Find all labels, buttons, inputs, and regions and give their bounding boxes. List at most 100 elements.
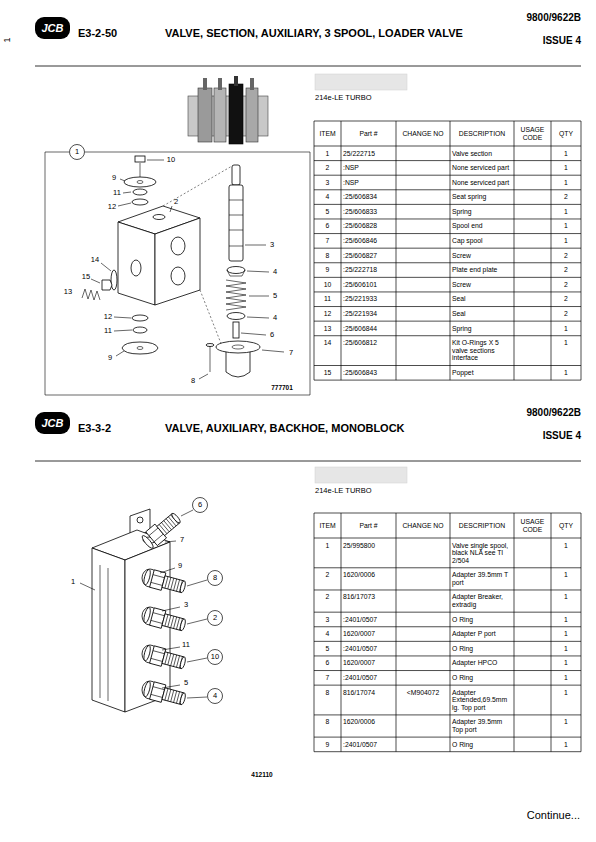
table-rule — [314, 567, 581, 568]
section-code: E3-2-50 — [78, 27, 117, 40]
table-cell: Adapter Breaker, extradig — [452, 593, 512, 608]
table-cell: <M904072 — [398, 689, 448, 697]
table-cell: Adapter P port — [452, 630, 512, 638]
figure-number: 412110 — [251, 771, 272, 778]
leader-lines — [91, 160, 284, 379]
table-cell: 9 — [316, 266, 339, 274]
table-cell: Adapter Extended,69.5mm lg. Top port — [452, 689, 512, 712]
table-cell: Adapter 39.5mm T port — [452, 571, 512, 586]
table-rule — [450, 513, 451, 752]
callout-circles — [193, 498, 223, 704]
callout-number: 11 — [113, 189, 121, 198]
section-code: E3-3-2 — [78, 422, 111, 435]
callout-number: 2 — [174, 198, 178, 207]
table-rule — [314, 670, 581, 671]
table-header: Part # — [343, 130, 394, 138]
table-rule — [314, 751, 581, 752]
table-cell: Screw — [452, 281, 512, 289]
callout-number: 6 — [198, 501, 202, 510]
logo-badge — [35, 412, 70, 434]
callout-number: 5 — [273, 292, 277, 301]
table-cell: 1620/0007 — [343, 630, 394, 638]
table-cell: 1 — [553, 645, 579, 653]
table-cell: :25/606812 — [343, 339, 394, 347]
leader-lines — [80, 510, 207, 698]
table-cell: :NSP — [343, 164, 394, 172]
table-rule — [341, 513, 342, 752]
table-cell: Spool end — [452, 222, 512, 230]
table-cell: 2 — [553, 252, 579, 260]
table-cell: Valve section — [452, 150, 512, 158]
table-header: CHANGE NO — [398, 522, 448, 530]
table-cell: :NSP — [343, 179, 394, 187]
callout-number: 6 — [270, 331, 274, 340]
table-cell: :25/606101 — [343, 281, 394, 289]
model-name: 214e-LE TURBO — [315, 487, 372, 496]
table-cell: Adapter 39.5mm Top port — [452, 718, 512, 733]
table-cell: 25/995800 — [343, 542, 394, 550]
table-cell: 2 — [553, 281, 579, 289]
logo-badge — [35, 17, 70, 39]
table-cell: O Ring — [452, 616, 512, 624]
table-rule — [551, 513, 552, 752]
table-cell: 1 — [316, 542, 339, 550]
table-header: QTY — [553, 130, 579, 138]
header-box — [315, 467, 407, 483]
table-cell: Kit O-Rings X 5 valve sections interface — [452, 339, 512, 362]
table-rule — [314, 306, 581, 307]
table-cell: 1 — [553, 369, 579, 377]
table-rule — [314, 626, 581, 627]
table-cell: :2401/0507 — [343, 645, 394, 653]
table-cell: 1 — [553, 616, 579, 624]
table-cell: 1 — [553, 150, 579, 158]
table-cell: :2401/0507 — [343, 674, 394, 682]
table-cell: 5 — [316, 208, 339, 216]
table-rule — [581, 121, 582, 380]
table-cell: 1 — [316, 150, 339, 158]
table-cell: 8 — [316, 252, 339, 260]
callout-number: 9 — [108, 354, 112, 363]
table-rule — [314, 160, 581, 161]
table-rule — [314, 146, 581, 147]
callout-number: 1 — [75, 148, 79, 157]
table-rule — [581, 513, 582, 752]
callout-number: 10 — [167, 156, 175, 165]
callout-number: 1 — [71, 578, 75, 587]
table-cell: 9 — [316, 741, 339, 749]
table-cell: Cap spool — [452, 237, 512, 245]
table-cell: :25/221934 — [343, 310, 394, 318]
table-cell: :25/606827 — [343, 252, 394, 260]
table-cell: 4 — [316, 630, 339, 638]
table-cell: 1620/0007 — [343, 659, 394, 667]
figure-frame — [45, 152, 310, 395]
doc-number: 9800/9622B — [527, 12, 582, 24]
table-cell: 1 — [553, 659, 579, 667]
table-cell: 8 — [316, 718, 339, 726]
table-cell: :25/222718 — [343, 266, 394, 274]
table-cell: :25/606834 — [343, 193, 394, 201]
table-cell: 1 — [553, 674, 579, 682]
table-cell: O Ring — [452, 674, 512, 682]
table-rule — [514, 513, 515, 752]
table-cell: :25/606833 — [343, 208, 394, 216]
table-cell: 3 — [316, 616, 339, 624]
table-cell: O Ring — [452, 645, 512, 653]
callout-number: 5 — [184, 679, 188, 688]
table-header: DESCRIPTION — [452, 522, 512, 530]
table-cell: 1 — [553, 718, 579, 726]
table-rule — [314, 365, 581, 366]
callout-circle — [70, 145, 85, 160]
table-header: Part # — [343, 522, 394, 530]
table-cell: 5 — [316, 645, 339, 653]
table-cell: 6 — [316, 659, 339, 667]
callout-number: 4 — [273, 314, 277, 323]
table-rule — [314, 248, 581, 249]
table-cell: 1 — [553, 325, 579, 333]
table-cell: 1 — [553, 339, 579, 347]
table-cell: 1 — [553, 630, 579, 638]
figure-number: 777701 — [271, 384, 293, 391]
table-cell: 25/222715 — [343, 150, 394, 158]
table-cell: 2 — [553, 193, 579, 201]
